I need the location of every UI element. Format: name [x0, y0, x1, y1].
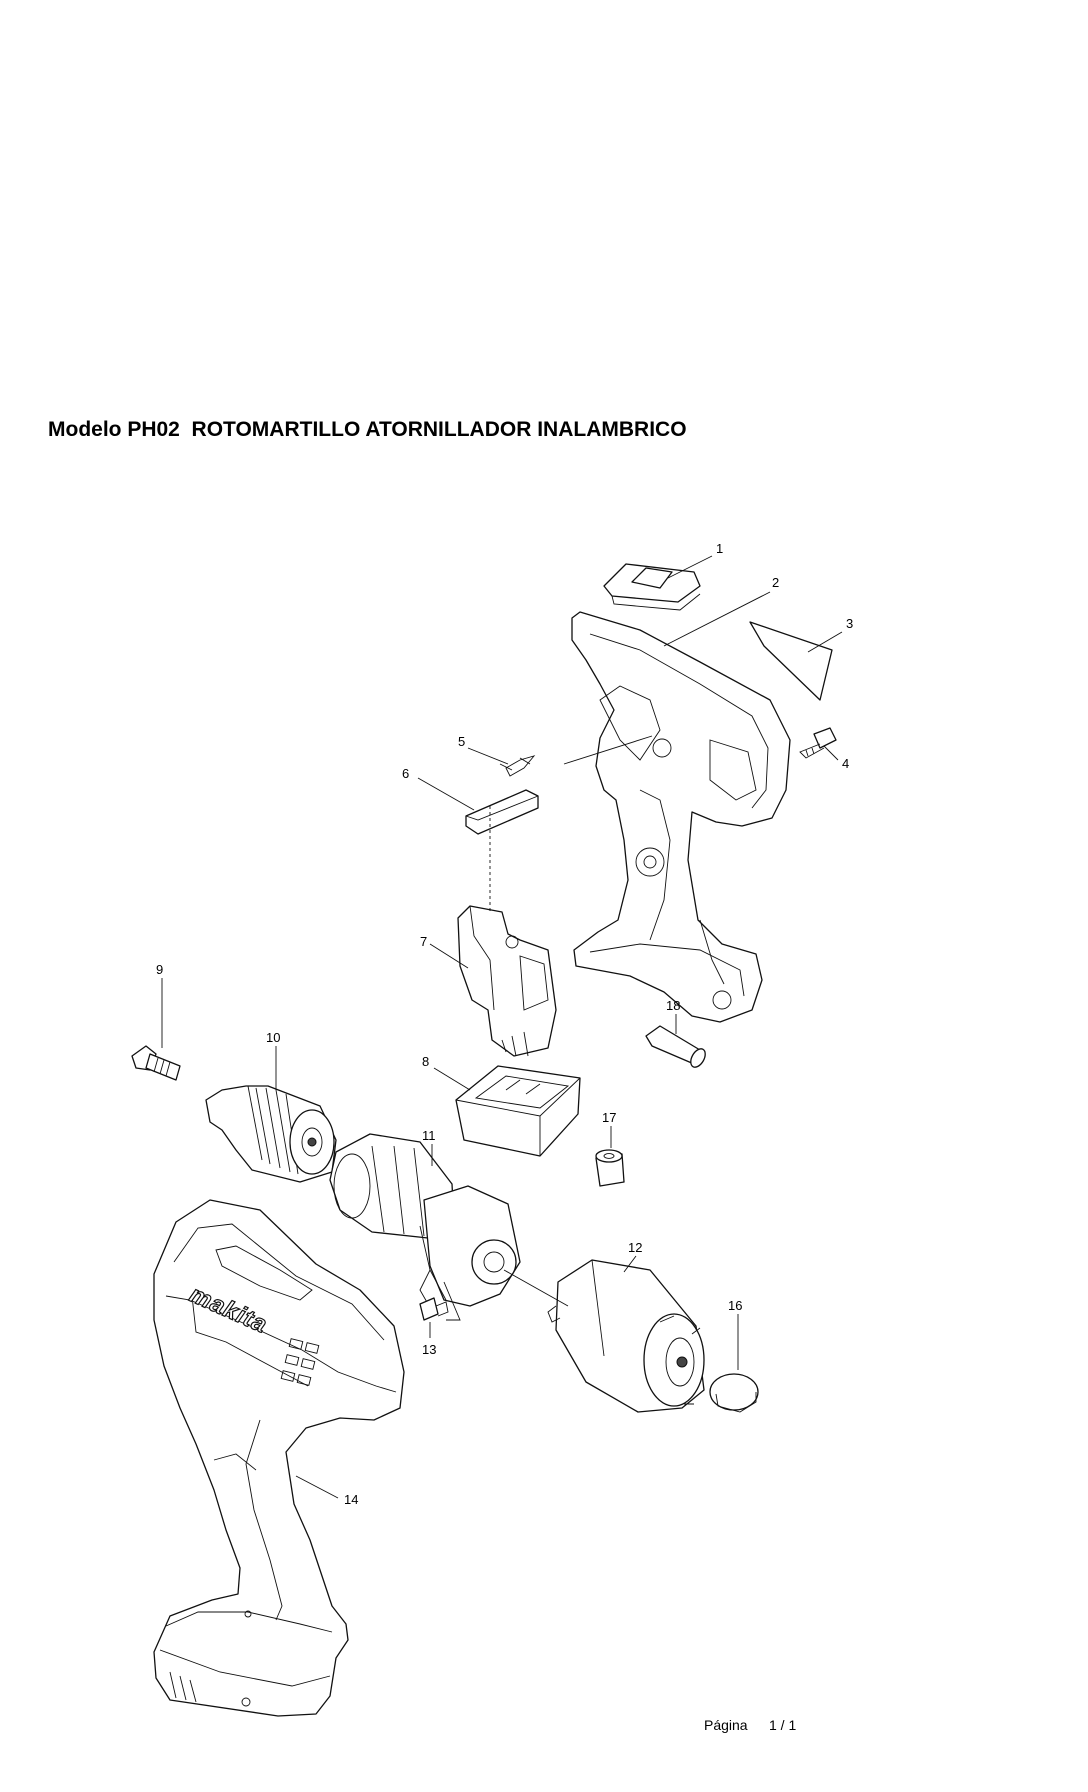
part-8-battery-terminal: [455, 1065, 581, 1157]
part-9-bolt: [131, 1045, 181, 1081]
callout-labels: 1 2 3 4 5 6 7 8 9 10 11 12 13 14 16 17 1…: [156, 541, 853, 1507]
part-5-spring: [499, 755, 536, 777]
part-16-end-cap: [709, 1373, 759, 1413]
part-18-pin: [645, 1025, 706, 1068]
part-1-switch-lever: [603, 563, 701, 611]
callout-14: 14: [344, 1492, 358, 1507]
callout-4: 4: [842, 756, 849, 771]
part-3-label-plate: [749, 621, 833, 701]
callout-5: 5: [458, 734, 465, 749]
callout-2: 2: [772, 575, 779, 590]
part-2-housing-half: [571, 611, 791, 1023]
page-title: Modelo PH02 ROTOMARTILLO ATORNILLADOR IN…: [48, 418, 687, 441]
callout-12: 12: [628, 1240, 642, 1255]
callout-16: 16: [728, 1298, 742, 1313]
part-6-switch-cylinder: [465, 789, 539, 835]
footer-page-number: 1 / 1: [769, 1717, 797, 1733]
part-4-screw: [799, 727, 837, 759]
callout-8: 8: [422, 1054, 429, 1069]
leader-lines: [161, 555, 843, 1499]
callout-7: 7: [420, 934, 427, 949]
callout-13: 13: [422, 1342, 436, 1357]
footer-page-label: Página: [704, 1717, 748, 1733]
part-12-motor: [547, 1259, 705, 1413]
callout-6: 6: [402, 766, 409, 781]
callout-11: 11: [422, 1128, 436, 1143]
part-7-switch: [457, 905, 557, 1057]
callout-9: 9: [156, 962, 163, 977]
part-11-gear-assembly: [329, 1133, 521, 1307]
part-17-sleeve: [595, 1149, 625, 1187]
part-14-housing: makita: [153, 1199, 405, 1717]
callout-18: 18: [666, 998, 680, 1013]
part-13-screw: [419, 1297, 449, 1321]
callout-3: 3: [846, 616, 853, 631]
callout-10: 10: [266, 1030, 280, 1045]
part-10-drill-chuck: [205, 1085, 337, 1183]
callout-1: 1: [716, 541, 723, 556]
callout-17: 17: [602, 1110, 616, 1125]
